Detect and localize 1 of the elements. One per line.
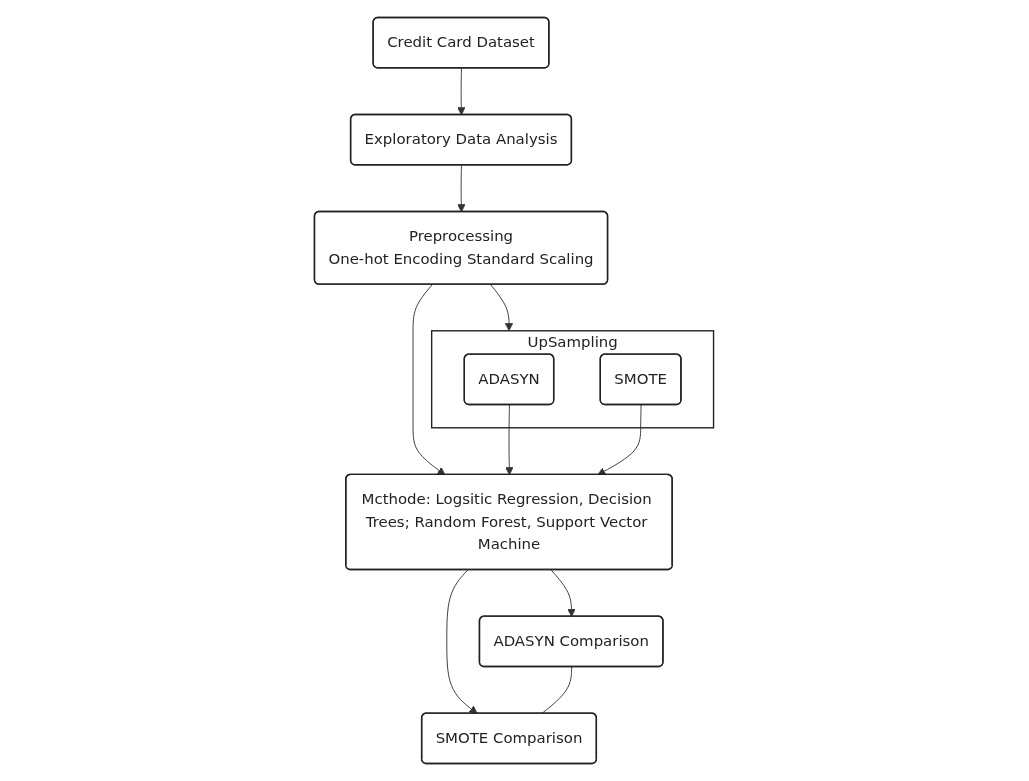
connector <box>541 666 573 715</box>
